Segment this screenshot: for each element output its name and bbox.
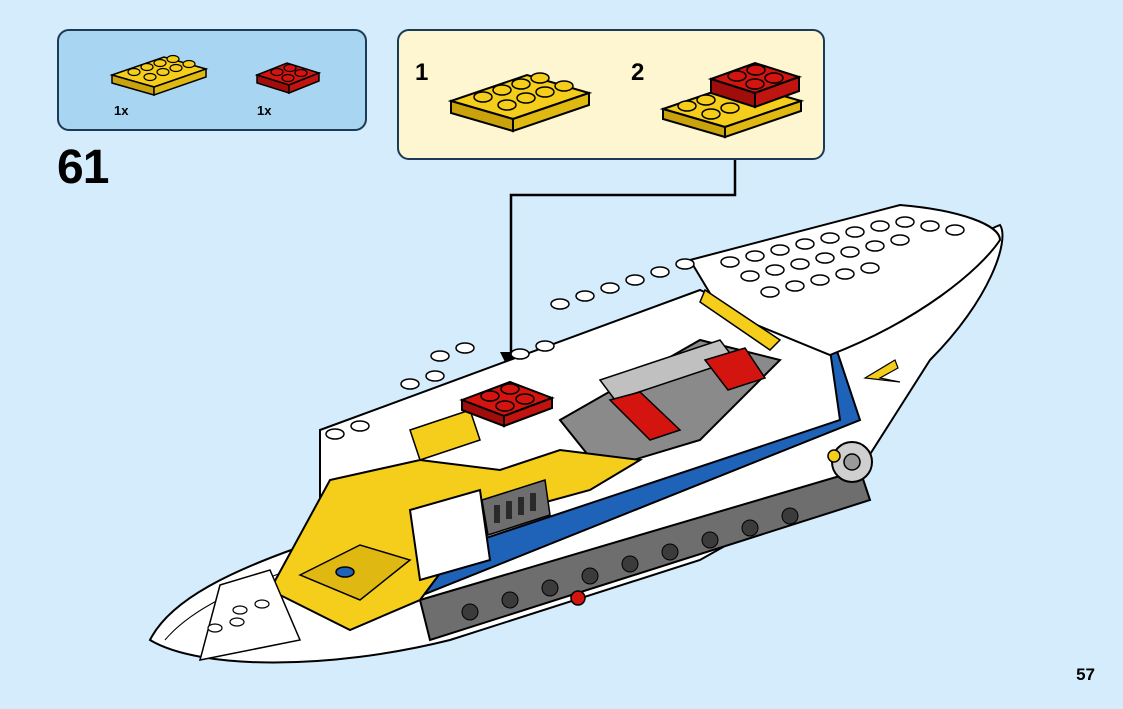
- technic-beam: [418, 468, 872, 642]
- red-plate-placement: [459, 380, 555, 428]
- yellow-plate-assembly-icon: [447, 72, 593, 133]
- substep-callout: 1 2: [397, 29, 825, 160]
- part-count-yellow: 1x: [114, 103, 129, 118]
- rear-white-block: [408, 488, 492, 582]
- yellow-red-plate-assembly-icon: [659, 61, 805, 139]
- yellow-side-plate: [409, 409, 481, 461]
- placement-arrow-line: [509, 160, 737, 360]
- bow-deck: [688, 203, 1002, 357]
- propeller-gear-icon: [827, 441, 873, 483]
- parts-list-callout: 1x 1x: [57, 29, 367, 131]
- step-number: 61: [57, 141, 109, 194]
- yellow-plate-2x4-icon: [109, 54, 209, 97]
- red-lever-2: [703, 347, 767, 391]
- red-lever-1: [608, 391, 682, 441]
- red-plate-2x2-icon: [254, 62, 322, 95]
- red-axle-pin: [570, 590, 586, 606]
- substep-number-2: 2: [631, 59, 645, 86]
- bow-arrow-sticker: [863, 359, 901, 383]
- substep-number-1: 1: [415, 59, 429, 86]
- part-count-red: 1x: [257, 103, 272, 118]
- page-number: 57: [1076, 665, 1095, 684]
